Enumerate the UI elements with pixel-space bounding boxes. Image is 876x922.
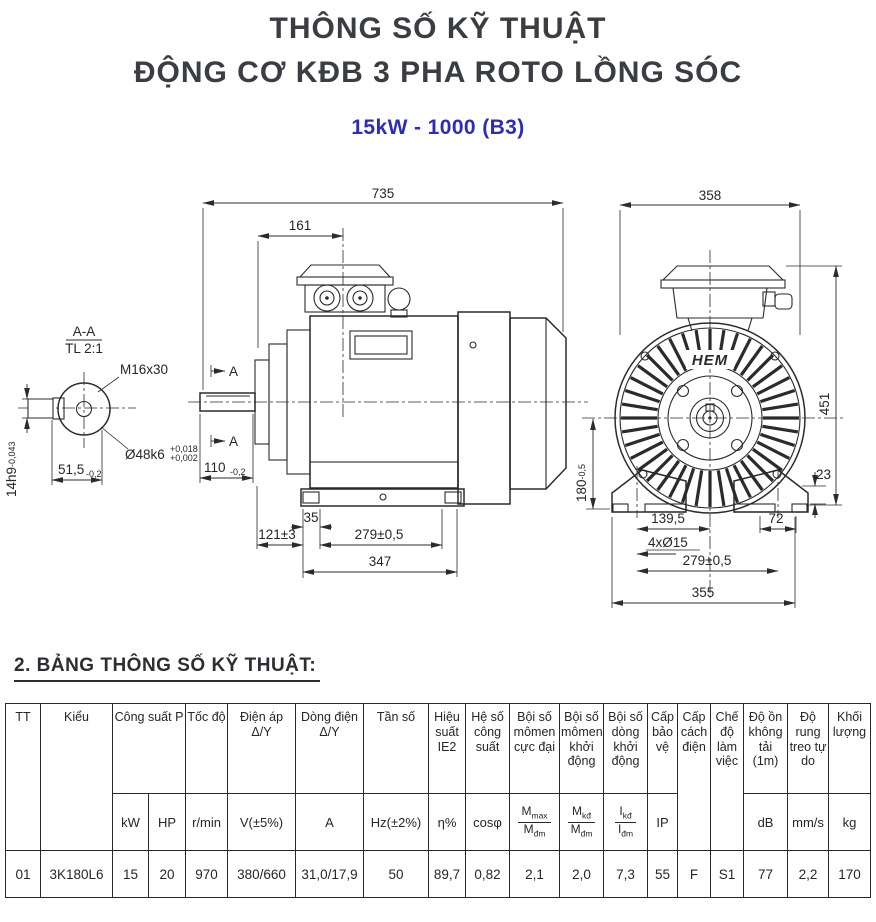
dim-shaft-end-to-foot: 121±3 <box>258 527 295 542</box>
dim-overall-height: 451 <box>817 393 832 416</box>
col-dong-dien: Dòng điện Δ/Y <box>295 703 365 794</box>
unit-mms: mm/s <box>787 793 830 851</box>
dim-terminal-box-offset: 161 <box>289 218 312 233</box>
unit-hp: HP <box>147 793 187 851</box>
col-boi-so-momen-khoi-dong: Bội số mômen khởi động <box>559 703 605 794</box>
technical-drawing: A-A TL 2:1 M16x30 Ø48k6 +0,018 +0,002 <box>4 186 845 608</box>
dim-hole-to-center: 139,5 <box>651 511 685 526</box>
cell-kw: 15 <box>112 850 149 898</box>
cell-cos-phi: 0,82 <box>465 850 511 898</box>
cell-hp: 20 <box>147 850 187 898</box>
mounting-holes-note: 4xØ15 <box>648 535 688 550</box>
cell-kg: 170 <box>828 850 872 898</box>
cell-dong-kd: 7,3 <box>603 850 649 898</box>
header-row-groups: TT Kiểu Công suất P Tốc độ Điện áp Δ/Y D… <box>5 703 872 851</box>
unit-kw: kW <box>112 793 149 851</box>
unit-amp: A <box>295 793 365 851</box>
unit-ip: IP <box>647 793 679 851</box>
col-tt: TT <box>5 703 41 851</box>
dim-shaft-length-tol: -0,2 <box>230 467 246 477</box>
unit-db: dB <box>743 793 789 851</box>
col-do-on: Độ ồn không tải (1m) <box>743 703 789 794</box>
scale-label: TL 2:1 <box>65 341 103 356</box>
section-label: A-A <box>73 324 96 339</box>
cell-db: 77 <box>743 850 789 898</box>
cell-eta: 89,7 <box>428 850 467 898</box>
dim-foot-pad-width: 35 <box>303 510 318 525</box>
col-boi-so-dong-khoi-dong: Bội số dòng khởi động <box>603 703 649 794</box>
unit-hz: Hz(±2%) <box>363 793 430 851</box>
col-he-so-cong-suat: Hệ số công suất <box>465 703 511 794</box>
dim-foot-hole-spacing-front: 279±0,5 <box>683 553 732 568</box>
col-cap-bao-ve: Cấp bảo vệ <box>647 703 679 794</box>
unit-volt: V(±5%) <box>227 793 297 851</box>
cell-momen-kd: 2,0 <box>559 850 605 898</box>
dim-shaft-length: 110 <box>204 460 226 475</box>
dim-shaft-center-height: 180-0,5 <box>574 464 589 502</box>
unit-rpm: r/min <box>185 793 229 851</box>
cell-momen-max: 2,1 <box>509 850 561 898</box>
page-title: THÔNG SỐ KỸ THUẬT <box>269 12 607 45</box>
col-cap-cach-dien: Cấp cách điện <box>677 703 712 851</box>
key-width-tol: -0,2 <box>86 469 102 479</box>
manufacturer-logo: HEM <box>692 352 728 369</box>
cell-che-do: S1 <box>710 850 745 898</box>
col-tan-so: Tần số <box>363 703 430 794</box>
col-kieu: Kiểu <box>40 703 113 851</box>
spec-table: TT Kiểu Công suất P Tốc độ Điện áp Δ/Y D… <box>5 703 872 898</box>
col-che-do-lam-viec: Chế độ làm việc <box>710 703 745 851</box>
unit-eta: η% <box>428 793 467 851</box>
unit-kg: kg <box>828 793 872 851</box>
dim-foot-hole-spacing-side: 279±0,5 <box>355 527 404 542</box>
col-boi-so-momen-cuc-dai: Bội số mômen cực đại <box>509 703 561 794</box>
table-section-title: 2. BẢNG THÔNG SỐ KỸ THUẬT: <box>14 655 321 682</box>
cell-ip: 55 <box>647 850 679 898</box>
shaft-diameter-label: Ø48k6 <box>125 447 165 462</box>
col-khoi-luong: Khối lượng <box>828 703 872 794</box>
col-cong-suat: Công suất P <box>111 703 187 794</box>
dim-overall-length: 735 <box>372 186 395 201</box>
dim-foot-width: 72 <box>768 511 783 526</box>
thread-label: M16x30 <box>120 362 168 377</box>
data-row: 01 3K180L6 15 20 970 380/660 31,0/17,9 5… <box>5 850 872 898</box>
section-detail-view: A-A TL 2:1 M16x30 Ø48k6 +0,018 +0,002 <box>4 324 198 497</box>
header-row-units: kW HP r/min V(±5%) A Hz(±2%) η% cosφ Mma… <box>6 793 872 851</box>
dim-base-width: 355 <box>692 585 715 600</box>
section-marker-a-top: A <box>229 364 238 379</box>
cell-amp: 31,0/17,9 <box>295 850 365 898</box>
cell-rpm: 970 <box>185 850 229 898</box>
cell-cach-dien: F <box>677 850 712 898</box>
section-marker-a-bottom: A <box>229 434 238 449</box>
cell-rung: 2,2 <box>787 850 830 898</box>
motor-front-view: HEM 358 451 180-0,5 <box>574 188 845 608</box>
unit-cos-phi: cosφ <box>465 793 511 851</box>
shaft-diameter-tol-upper: +0,018 <box>170 444 198 454</box>
key-width-dim: 51,5 <box>58 462 84 477</box>
rating-label: 15kW - 1000 (B3) <box>351 116 525 139</box>
dim-overall-width: 358 <box>699 188 722 203</box>
col-dien-ap: Điện áp Δ/Y <box>227 703 297 794</box>
cell-volt: 380/660 <box>227 850 297 898</box>
cell-hz: 50 <box>363 850 430 898</box>
page-subtitle-motor-type: ĐỘNG CƠ KĐB 3 PHA ROTO LỒNG SÓC <box>133 56 743 89</box>
col-hieu-suat: Hiệu suất IE2 <box>428 703 467 794</box>
dim-foot-pad-height: 23 <box>816 467 831 482</box>
cell-kieu: 3K180L6 <box>40 850 113 898</box>
col-toc-do: Tốc độ <box>185 703 229 794</box>
dim-base-length: 347 <box>369 554 392 569</box>
shaft-diameter-tol-lower: +0,002 <box>170 453 198 463</box>
cell-tt: 01 <box>5 850 41 898</box>
motor-side-view: 735 161 A A 110 -0,2 35 <box>188 186 588 578</box>
key-height-dim: 14h9-0,043 <box>4 441 19 497</box>
col-do-rung: Độ rung treo tự do <box>787 703 830 794</box>
